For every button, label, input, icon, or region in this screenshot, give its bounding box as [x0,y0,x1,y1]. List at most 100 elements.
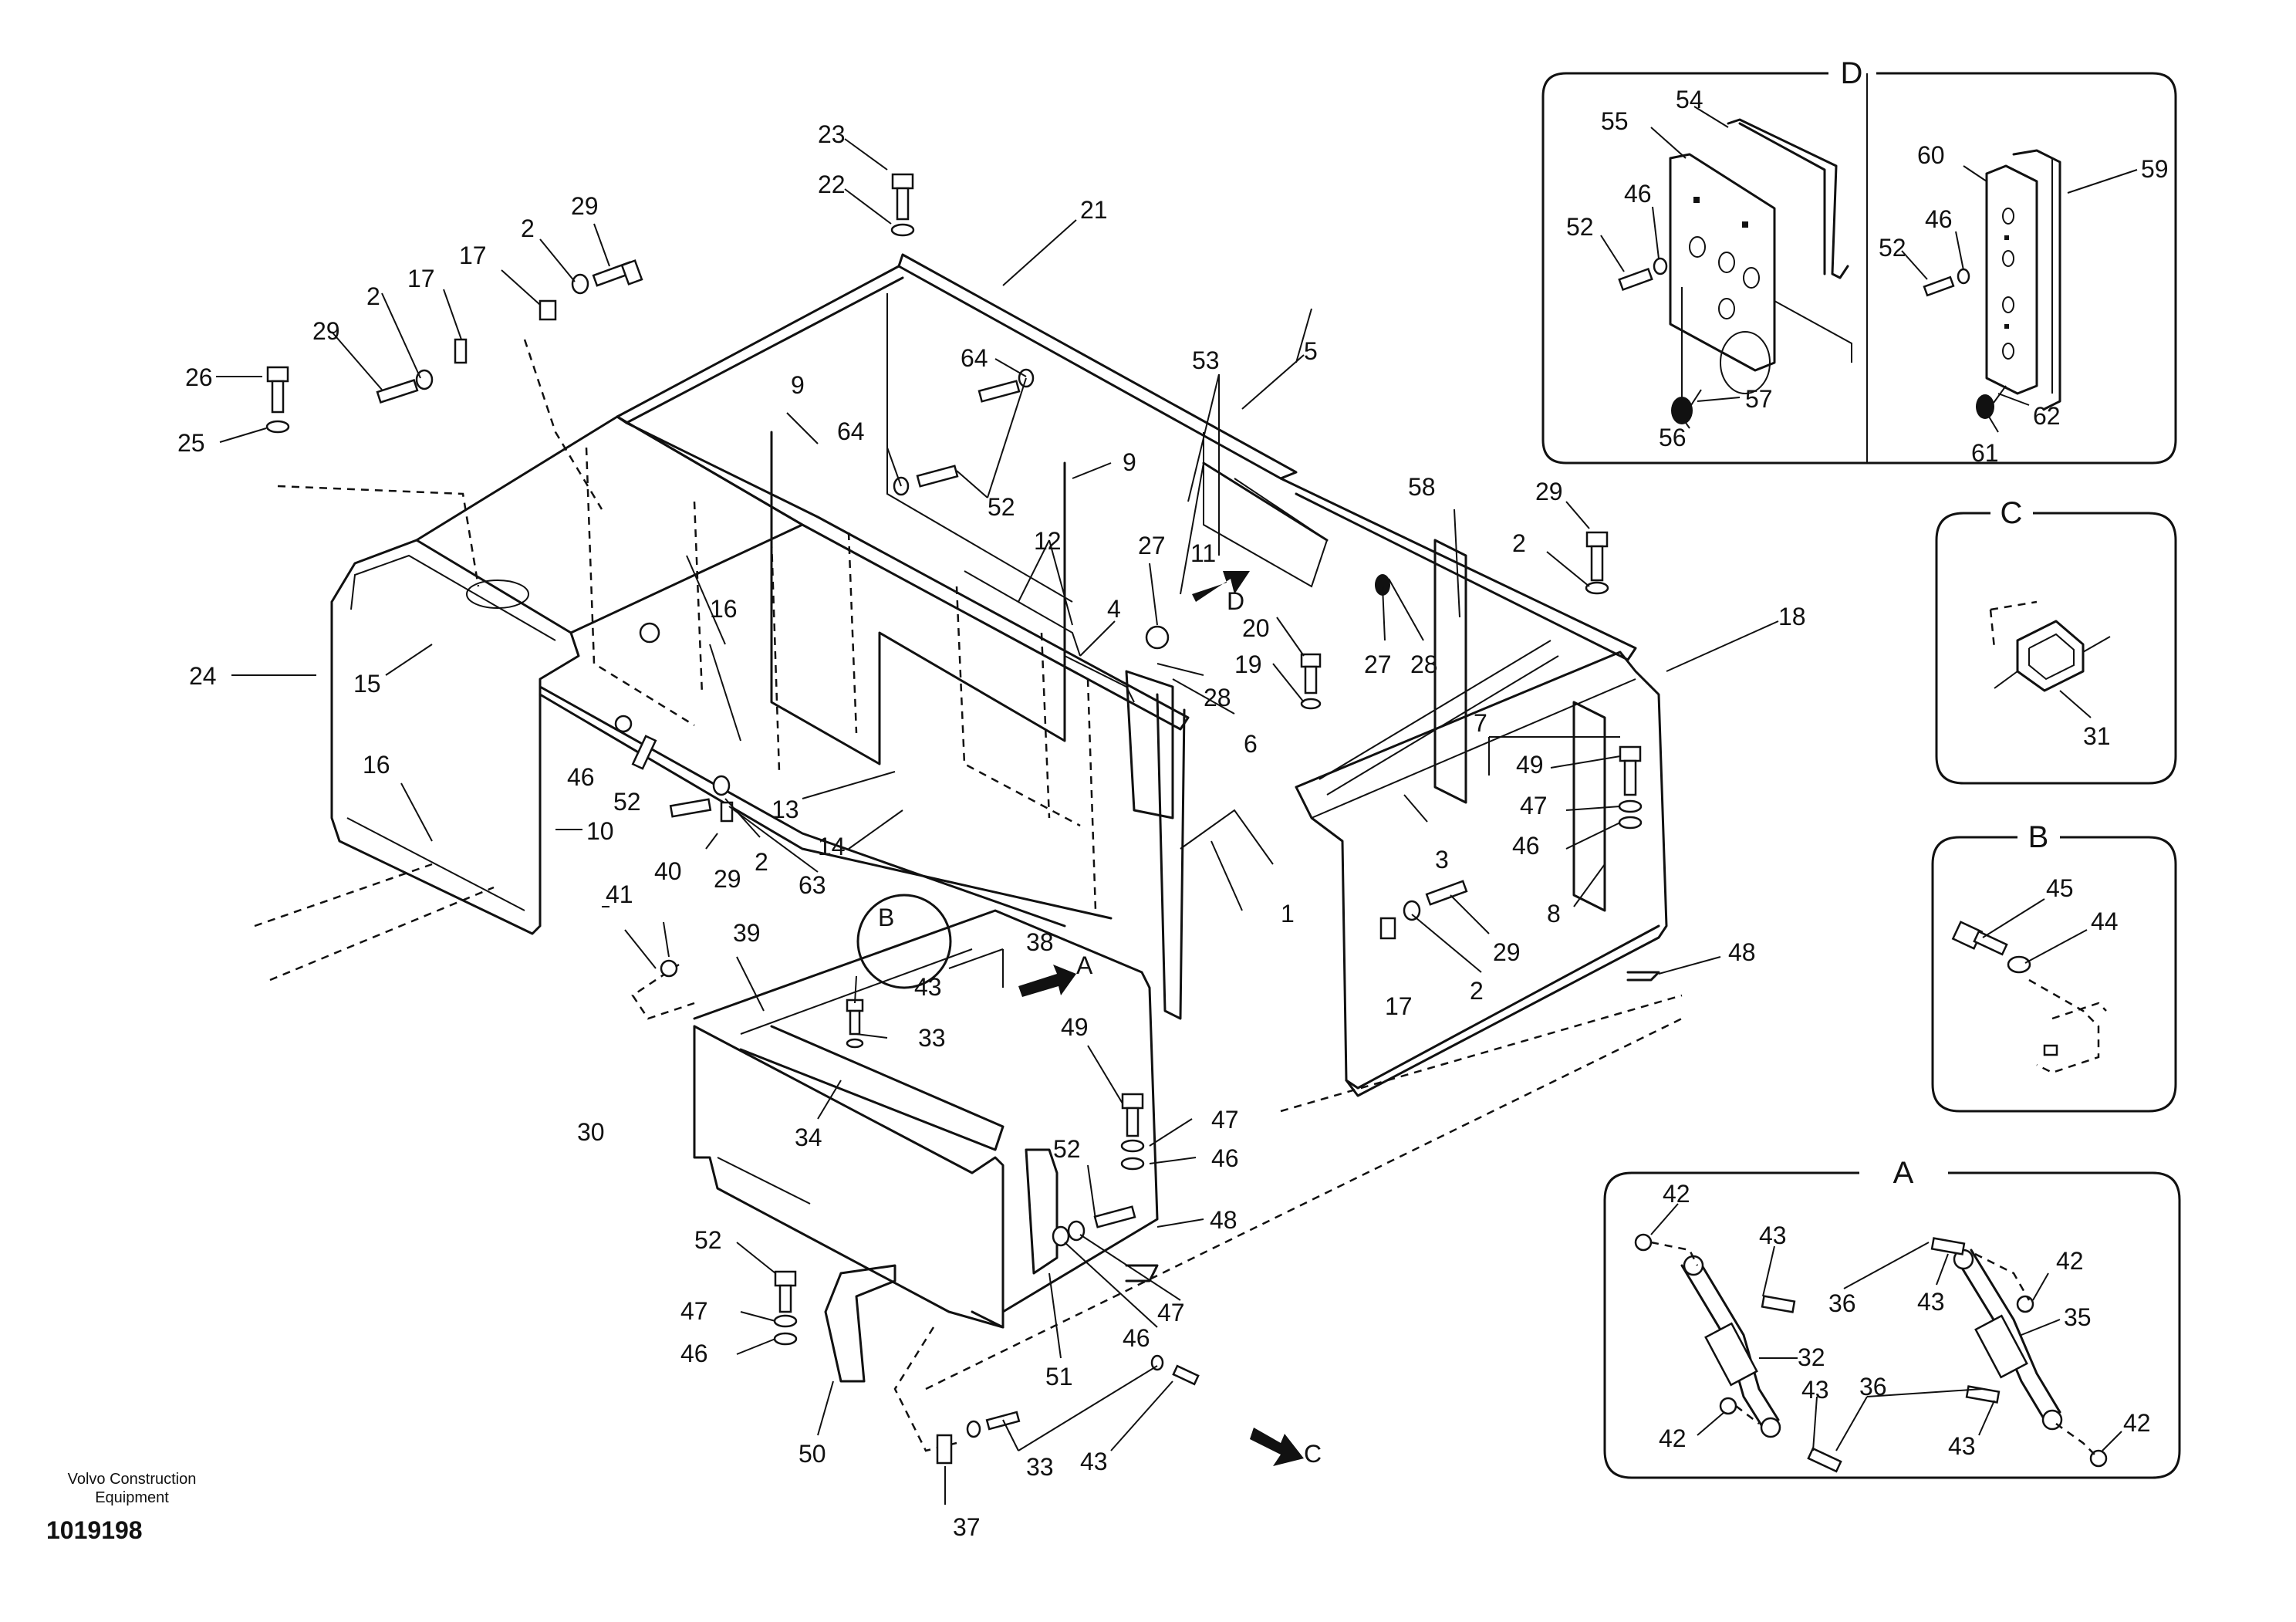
inset-d-label-52b: 52 [1879,234,1906,262]
label-2c: 2 [366,282,380,310]
inset-d-label-60: 60 [1917,141,1945,169]
inset-d-label-54: 54 [1676,86,1703,113]
inset-c-label-31: 31 [2083,722,2111,750]
inset-a: A [1603,1156,2181,1479]
label-29a: 29 [1535,478,1563,505]
label-28a: 28 [1204,684,1231,711]
inset-a-title: A [1893,1156,1914,1190]
label-39: 39 [733,919,761,947]
label-46b: 46 [567,763,595,791]
label-5: 5 [1304,337,1318,365]
label-33b: 33 [1026,1453,1054,1481]
label-a-arrow: A [1076,951,1093,979]
label-10: 10 [586,817,614,845]
label-20: 20 [1242,614,1270,642]
inset-b: B 45 44 [1931,820,2177,1113]
label-47c: 47 [1157,1299,1185,1326]
inset-a-label-35: 35 [2064,1303,2092,1331]
hidden-lines [254,339,1683,1452]
label-63: 63 [799,871,826,899]
brand-caption: Volvo Construction Equipment [43,1470,221,1507]
label-46d: 46 [1123,1324,1150,1352]
fasteners [265,173,1643,1438]
label-49b: 49 [1061,1013,1089,1041]
brand-line-2: Equipment [95,1489,169,1506]
inset-a-label-36a: 36 [1828,1289,1856,1317]
label-25: 25 [177,429,205,457]
label-9a: 9 [791,371,805,399]
label-47b: 47 [1211,1106,1239,1134]
label-52d: 52 [694,1226,722,1254]
label-52a: 52 [988,493,1015,521]
view-arrow-c-shape [1250,1428,1304,1466]
label-3: 3 [1435,846,1449,874]
inset-a-label-42a: 42 [1663,1180,1690,1208]
label-15: 15 [353,670,381,698]
label-37: 37 [953,1513,981,1541]
label-50: 50 [799,1440,826,1468]
label-46a: 46 [1512,832,1540,860]
label-28b: 28 [1410,650,1438,678]
inset-a-label-42c: 42 [1659,1424,1687,1452]
label-43a: 43 [914,973,942,1001]
inset-d-label-56: 56 [1659,424,1687,451]
inset-d-label-57: 57 [1745,385,1773,413]
label-38: 38 [1026,928,1054,956]
inset-d-label-61: 61 [1971,439,1999,467]
label-c-arrow: C [1304,1440,1322,1468]
inset-d: D [1541,56,2177,467]
label-52b: 52 [613,788,641,816]
label-46c: 46 [1211,1144,1239,1172]
label-17b: 17 [407,265,435,292]
label-14: 14 [818,833,846,860]
inset-a-label-42d: 42 [2123,1409,2151,1437]
label-2a: 2 [1512,529,1526,557]
view-arrows [856,571,1304,1466]
leader-lines [216,138,1779,1505]
inset-d-title: D [1841,56,1863,90]
main-frame [330,253,1668,1097]
label-29d: 29 [571,192,599,220]
label-49a: 49 [1516,751,1544,779]
label-34: 34 [795,1124,822,1151]
label-33a: 33 [918,1024,946,1052]
label-40: 40 [654,857,682,885]
label-53: 53 [1192,346,1220,374]
label-48a: 48 [1728,938,1756,966]
inset-a-label-42b: 42 [2056,1247,2084,1275]
inset-b-label-44: 44 [2091,907,2119,935]
label-1: 1 [1281,900,1295,928]
inset-b-label-45: 45 [2046,874,2074,902]
part-labels: 23 22 21 5 53 9 9 64 64 52 12 27 11 4 D … [177,120,1806,1541]
label-2b: 2 [1470,977,1484,1005]
label-51: 51 [1045,1363,1073,1391]
label-27a: 27 [1138,532,1166,559]
label-d-arrow: D [1227,587,1244,615]
inset-d-label-52a: 52 [1566,213,1594,241]
label-8: 8 [1547,900,1561,928]
label-41: 41 [606,880,633,908]
label-16b: 16 [710,595,738,623]
inset-a-label-32: 32 [1798,1343,1825,1371]
label-46e: 46 [680,1340,708,1367]
inset-d-label-62: 62 [2033,402,2061,430]
label-9b: 9 [1123,448,1136,476]
label-58: 58 [1408,473,1436,501]
label-47d: 47 [680,1297,708,1325]
label-4: 4 [1107,595,1121,623]
label-23: 23 [818,120,846,148]
label-26: 26 [185,363,213,391]
inset-d-label-55: 55 [1601,107,1629,135]
drawing-number: 1019198 [46,1516,143,1544]
label-2d: 2 [521,215,535,242]
label-19: 19 [1234,650,1262,678]
label-48b: 48 [1210,1206,1237,1234]
inset-c: C 31 [1935,496,2177,785]
inset-a-label-43b: 43 [1917,1288,1945,1316]
inset-d-label-59: 59 [2141,155,2169,183]
label-21: 21 [1080,196,1108,224]
label-17a: 17 [1385,992,1413,1020]
label-17c: 17 [459,242,487,269]
label-27b: 27 [1364,650,1392,678]
